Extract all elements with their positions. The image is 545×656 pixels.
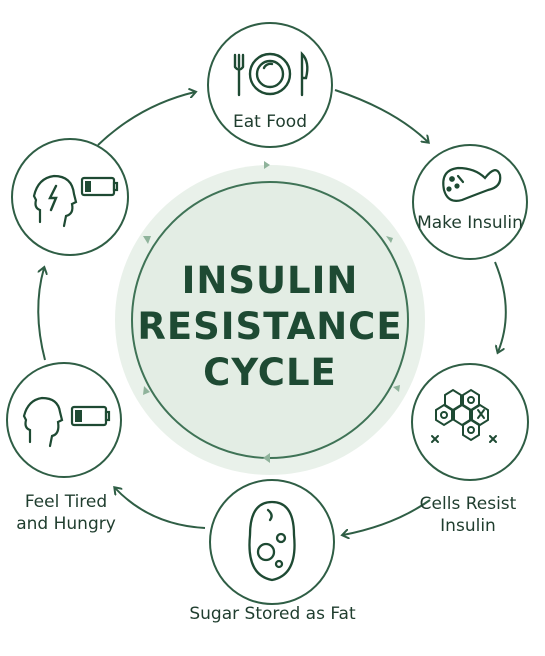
inner-arrow-top (264, 161, 270, 169)
step-cells-resist-insulin (411, 363, 529, 481)
arrow-fat-to-tired (115, 488, 206, 529)
inner-arrow-right-bottom (393, 385, 400, 392)
step-label-sugar-stored-as-fat: Sugar Stored as Fat (189, 604, 356, 624)
step-circle (411, 363, 529, 481)
step-label-cells-resist: Cells Resist (419, 494, 517, 514)
pancreas-icon (442, 166, 502, 202)
step-energy-crash (11, 138, 129, 256)
arrow-tired-to-craving (37, 268, 45, 361)
tired-head-low-battery-icon (22, 396, 111, 448)
title-line-3: CYCLE (203, 351, 337, 394)
step-circle (209, 479, 335, 605)
step-label-insulin: Insulin (440, 516, 496, 536)
step-label-eat-food: Eat Food (233, 112, 307, 132)
step-label-make-insulin: Make Insulin (417, 213, 523, 233)
inner-arrow-left-bottom (143, 386, 150, 395)
resistant-cells-icon (431, 388, 497, 443)
step-circle (11, 138, 129, 256)
inner-arrow-bottom (263, 453, 270, 463)
inner-arrow-left-top (143, 236, 151, 244)
step-circle (412, 144, 528, 260)
title-line-1: INSULIN (181, 259, 359, 302)
arrow-craving-to-eat (97, 92, 195, 146)
arrow-cells-to-fat (343, 499, 431, 535)
plate-cutlery-icon (233, 51, 309, 97)
cycle-arrows (37, 89, 507, 535)
center-hub (115, 161, 425, 475)
arrow-eat-to-insulin (334, 89, 428, 142)
inner-arrow-right-top (386, 236, 393, 243)
step-label-and-hungry: and Hungry (16, 514, 116, 534)
step-sugar-stored-as-fat (209, 479, 335, 605)
step-feel-tired-and-hungry (6, 362, 122, 478)
arrow-insulin-to-cells (494, 261, 507, 352)
step-eat-food (207, 22, 333, 148)
cycle-title: INSULIN RESISTANCE CYCLE (130, 258, 410, 396)
step-label-feel-tired: Feel Tired (24, 492, 108, 512)
head-lightning-low-battery-icon (32, 174, 119, 228)
avocado-fat-icon (248, 500, 296, 582)
title-line-2: RESISTANCE (137, 305, 403, 348)
step-circle (6, 362, 122, 478)
step-make-insulin (412, 144, 528, 260)
